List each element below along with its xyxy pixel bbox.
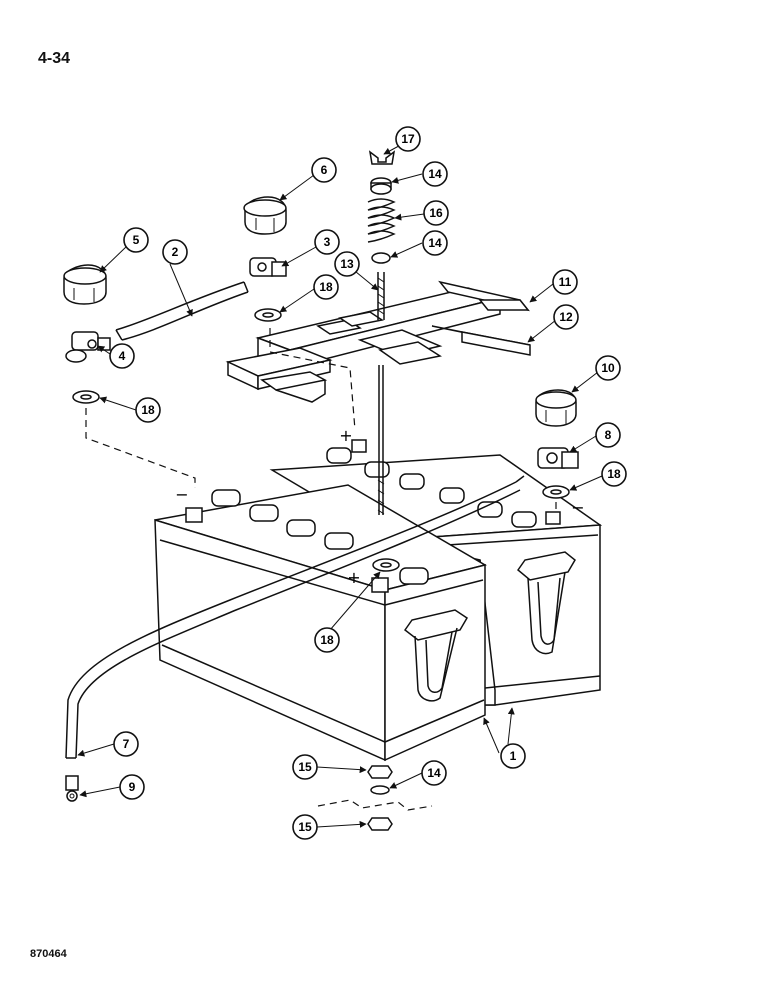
svg-text:15: 15	[298, 760, 312, 774]
polarity-minus-right: −	[571, 498, 584, 517]
tie-rod-assembly	[367, 150, 396, 515]
svg-text:10: 10	[601, 361, 615, 375]
svg-text:18: 18	[320, 633, 334, 647]
callout-3: 3	[314, 229, 340, 255]
svg-text:9: 9	[129, 780, 136, 794]
terminal-cap-6	[243, 196, 287, 235]
svg-text:14: 14	[428, 236, 442, 250]
svg-text:1: 1	[510, 749, 517, 763]
wing-nut-17	[368, 150, 396, 165]
callout-18-bottom: 18	[314, 627, 340, 653]
hidden-line-mid	[269, 328, 356, 431]
callout-6: 6	[311, 157, 337, 183]
battery-left-negative-terminal	[185, 507, 203, 523]
callout-10: 10	[595, 355, 621, 381]
svg-text:5: 5	[133, 233, 140, 247]
svg-text:8: 8	[605, 428, 612, 442]
svg-text:18: 18	[607, 467, 621, 481]
polarity-minus-left: −	[175, 485, 188, 504]
nut-15-upper	[367, 765, 393, 779]
svg-text:14: 14	[428, 167, 442, 181]
callout-18-right: 18	[601, 461, 627, 487]
battery-strap-cable-2	[115, 281, 249, 341]
battery-left-handle	[403, 609, 469, 641]
callout-12: 12	[553, 304, 579, 330]
svg-text:18: 18	[319, 280, 333, 294]
svg-text:12: 12	[559, 310, 573, 324]
nut-15-lower	[367, 817, 393, 831]
svg-text:14: 14	[427, 766, 441, 780]
terminal-clamp-4	[65, 331, 111, 363]
mounting-tray-hidden	[317, 799, 433, 811]
callout-15-top: 15	[292, 754, 318, 780]
callout-14-bottom: 14	[421, 760, 447, 786]
main-cable-7	[65, 475, 525, 759]
battery-left-positive-terminal	[371, 577, 389, 593]
svg-text:2: 2	[172, 245, 179, 259]
callout-16: 16	[423, 200, 449, 226]
svg-text:13: 13	[340, 257, 354, 271]
battery-right	[269, 439, 603, 706]
terminal-clamp-3	[249, 257, 287, 277]
page-number: 4-34	[38, 50, 71, 67]
callout-14-top: 14	[422, 161, 448, 187]
battery-right-negative-terminal	[545, 511, 561, 525]
callout-18-top: 18	[313, 274, 339, 300]
battery-right-handle	[516, 551, 576, 581]
washer-18	[72, 308, 570, 572]
callout-9: 9	[119, 774, 145, 800]
battery-left-caps	[211, 489, 429, 585]
battery-right-positive-terminal	[351, 439, 367, 453]
callout-7: 7	[113, 731, 139, 757]
washer-14-lower	[370, 785, 390, 795]
polarity-plus-left: +	[347, 568, 360, 587]
callout-14-mid: 14	[422, 230, 448, 256]
svg-text:7: 7	[123, 737, 130, 751]
cable-lug-9	[65, 775, 79, 802]
callout-13: 13	[334, 251, 360, 277]
hold-down-frame	[225, 280, 531, 403]
terminal-cap-10	[535, 389, 577, 427]
terminal-cap-5	[63, 264, 107, 305]
callout-15-bottom: 15	[292, 814, 318, 840]
svg-text:6: 6	[321, 163, 328, 177]
polarity-plus-right: +	[339, 426, 352, 445]
leader-lines	[77, 140, 603, 828]
callout-17: 17	[395, 126, 421, 152]
callout-2: 2	[162, 239, 188, 265]
callout-18-left: 18	[135, 397, 161, 423]
svg-text:18: 18	[141, 403, 155, 417]
callout-1: 1	[500, 743, 526, 769]
callout-8: 8	[595, 422, 621, 448]
battery-left	[154, 484, 487, 762]
svg-text:11: 11	[559, 275, 572, 289]
svg-text:4: 4	[119, 349, 126, 363]
terminal-clamp-8	[537, 447, 579, 469]
callout-5: 5	[123, 227, 149, 253]
callout-11: 11	[552, 269, 578, 295]
svg-text:15: 15	[298, 820, 312, 834]
callout-4: 4	[109, 343, 135, 369]
svg-text:17: 17	[401, 132, 415, 146]
figure-code: 870464	[30, 948, 67, 960]
svg-text:3: 3	[324, 235, 331, 249]
hidden-line-left	[85, 408, 196, 488]
svg-text:16: 16	[429, 206, 443, 220]
spring-16	[367, 198, 396, 243]
